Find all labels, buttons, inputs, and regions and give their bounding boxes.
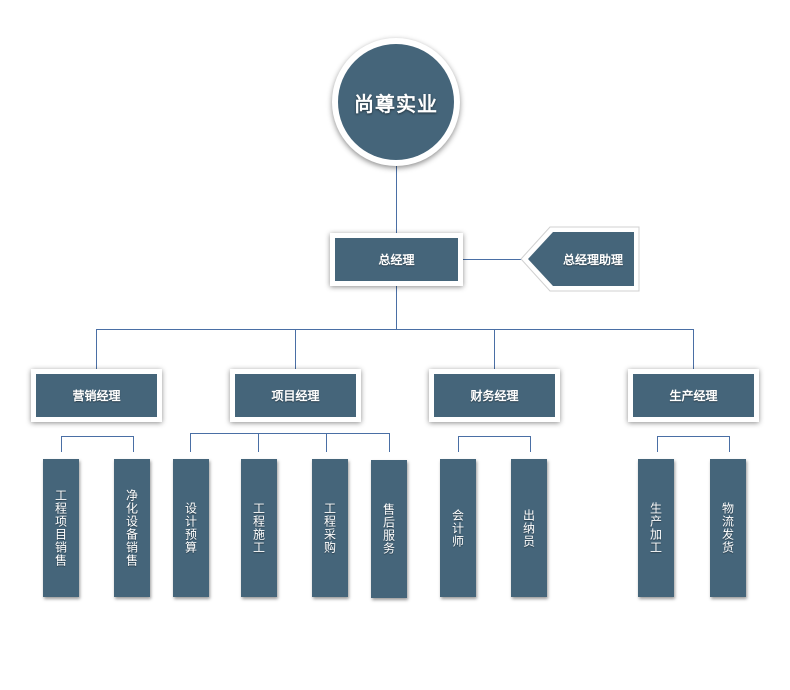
role-node: 售后服务 — [371, 460, 407, 598]
role-label: 会计师 — [450, 508, 465, 548]
role-label: 生产加工 — [648, 502, 663, 554]
dept-label: 财务经理 — [434, 374, 555, 417]
role-node: 会计师 — [440, 459, 476, 597]
dept-node: 生产经理 — [628, 369, 759, 422]
role-label: 售后服务 — [381, 503, 396, 555]
dept-label: 营销经理 — [36, 374, 157, 417]
role-node: 物流发货 — [710, 459, 746, 597]
role-node: 设计预算 — [173, 459, 209, 597]
assistant-shape — [520, 226, 640, 292]
role-node: 工程施工 — [241, 459, 277, 597]
role-node: 工程采购 — [312, 459, 348, 597]
role-label: 工程施工 — [251, 502, 266, 554]
dept-label: 项目经理 — [235, 374, 356, 417]
role-label: 出纳员 — [521, 508, 536, 548]
role-node: 工程项目销售 — [43, 459, 79, 597]
role-node: 出纳员 — [511, 459, 547, 597]
role-label: 工程项目销售 — [53, 489, 68, 567]
role-label: 工程采购 — [322, 502, 337, 554]
role-label: 净化设备销售 — [124, 489, 139, 567]
company-node: 尚尊实业 — [332, 38, 460, 166]
role-node: 生产加工 — [638, 459, 674, 597]
gm-node: 总经理 — [330, 233, 463, 286]
assistant-node: 总经理助理 — [520, 226, 640, 292]
role-node: 净化设备销售 — [114, 459, 150, 597]
dept-label: 生产经理 — [633, 374, 754, 417]
role-label: 设计预算 — [183, 502, 198, 554]
dept-node: 营销经理 — [31, 369, 162, 422]
company-label: 尚尊实业 — [338, 44, 454, 160]
dept-node: 项目经理 — [230, 369, 361, 422]
gm-label: 总经理 — [335, 238, 458, 281]
assistant-label: 总经理助理 — [562, 252, 623, 267]
role-label: 物流发货 — [720, 502, 735, 554]
dept-node: 财务经理 — [429, 369, 560, 422]
